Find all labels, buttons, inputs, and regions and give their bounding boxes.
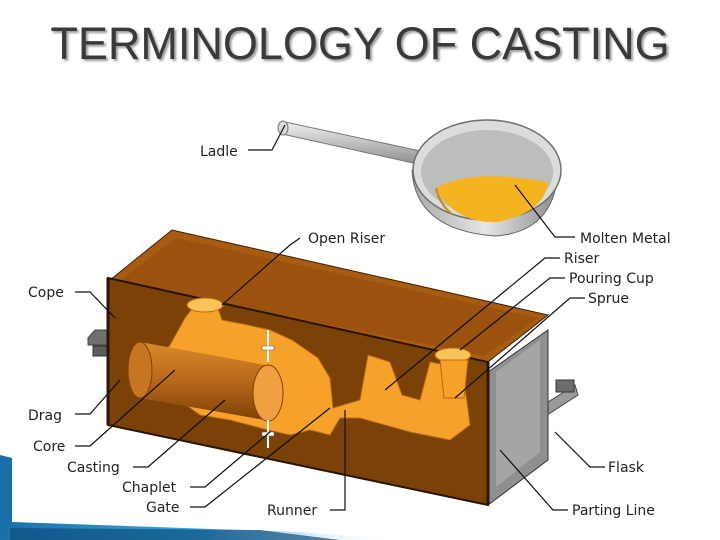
page-title: TERMINOLOGY OF CASTING [50,18,670,69]
label-ladle: Ladle [200,144,238,160]
label-molten-metal: Molten Metal [580,231,671,247]
core [127,341,284,422]
label-chaplet: Chaplet [122,480,177,496]
label-open-riser: Open Riser [308,231,385,247]
label-casting: Casting [67,460,120,476]
ladle [277,119,562,237]
decorative-swoosh [0,455,400,540]
leader-lines [75,124,605,511]
label-core: Core [33,439,65,455]
label-cope: Cope [28,285,64,301]
label-drag: Drag [28,408,62,424]
label-sprue: Sprue [588,291,629,307]
label-riser: Riser [564,251,600,267]
label-flask: Flask [608,460,645,476]
label-parting-line: Parting Line [572,503,655,519]
label-runner: Runner [267,503,317,519]
label-pouring-cup: Pouring Cup [569,271,654,287]
label-gate: Gate [146,500,180,516]
